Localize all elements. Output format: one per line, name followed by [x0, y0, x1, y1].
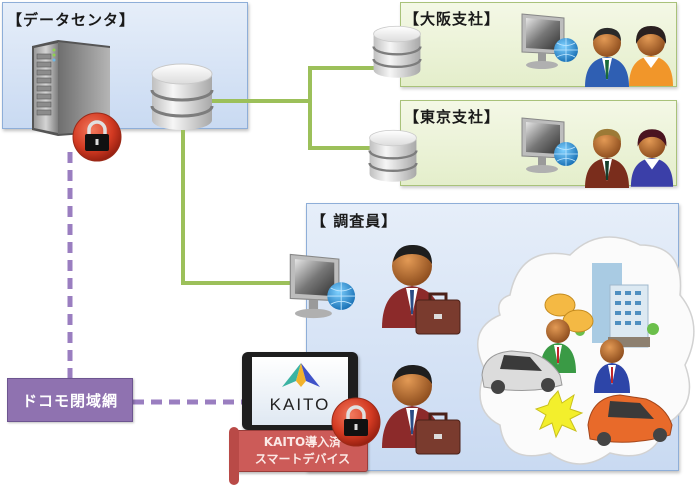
investigator-briefcase-icon — [382, 244, 461, 335]
tokyo-branch-title: 【東京支社】 — [404, 108, 501, 126]
docomo-closed-network-label: ドコモ閉域網 — [21, 391, 118, 410]
link-junction-to-tokyo — [308, 101, 376, 150]
businesswoman-icon — [629, 26, 673, 86]
car-icon — [481, 350, 563, 394]
docomo-closed-network-box: ドコモ閉域網 — [7, 378, 133, 422]
kaito-logo-icon — [282, 363, 320, 387]
businessman-icon — [585, 128, 629, 188]
link-datacenter-to-investigator-pc — [181, 130, 300, 285]
collision-icon — [534, 390, 584, 439]
investigator-briefcase-icon — [382, 364, 461, 455]
kaito-app-name: KAITO — [269, 395, 331, 414]
building-icon — [575, 263, 659, 348]
osaka-branch-title: 【大阪支社】 — [404, 10, 501, 28]
lock-icon — [72, 112, 122, 162]
car-icon — [587, 394, 673, 446]
tablet-screen: KAITO — [252, 357, 348, 425]
accident-scene-cloud — [477, 236, 695, 465]
computer-globe-icon — [521, 13, 578, 69]
investigators-title: 【 調査員】 — [311, 212, 398, 230]
database-icon — [368, 129, 418, 182]
lock-icon — [331, 397, 381, 447]
speech-bubble-icon — [544, 293, 594, 333]
tablet-icon: KAITO — [242, 352, 358, 430]
database-icon — [150, 63, 214, 130]
data-center-title: 【データセンタ】 — [7, 11, 136, 29]
closed-network-links — [67, 152, 242, 405]
database-icon — [372, 25, 422, 78]
link-junction-to-osaka — [308, 66, 380, 101]
computer-globe-icon — [289, 253, 356, 319]
person-icon — [594, 339, 630, 393]
wired-links — [181, 66, 380, 285]
businesswoman-icon — [630, 129, 674, 187]
banner-line-1: KAITO導入済 — [263, 435, 342, 449]
banner-scroll-curl — [229, 427, 239, 485]
businessman-icon — [585, 27, 629, 87]
computer-globe-icon — [521, 117, 578, 173]
banner-line-2: スマートデバイス — [254, 452, 351, 466]
server-tower-icon — [32, 40, 110, 136]
